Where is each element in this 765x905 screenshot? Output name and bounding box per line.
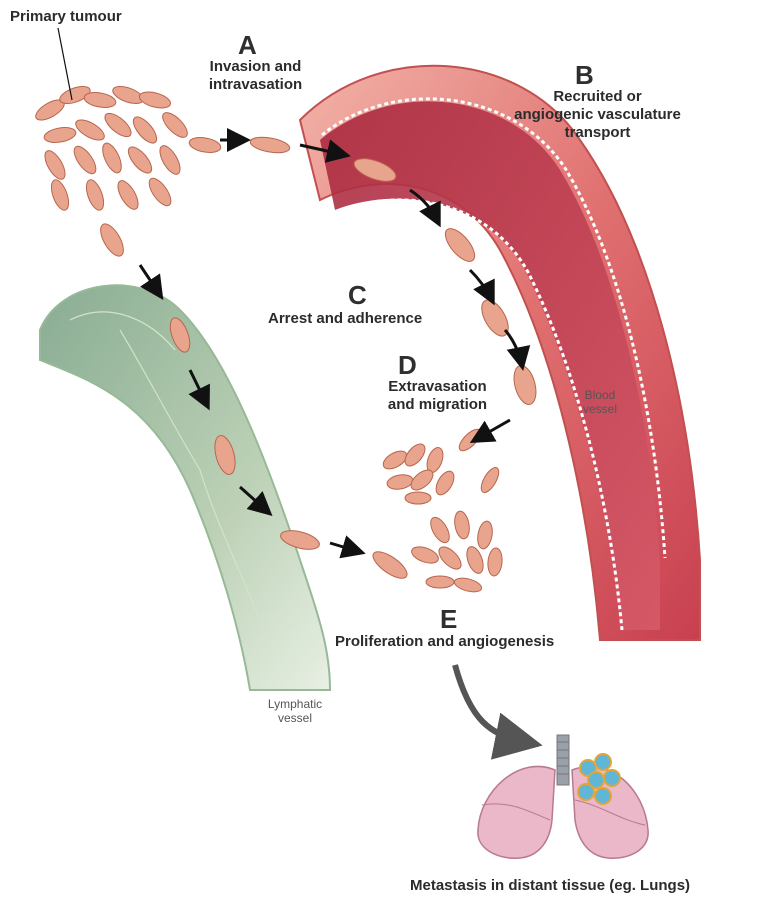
- primary-tumour-label: Primary tumour: [10, 8, 122, 25]
- stage-d-line2: and migration: [375, 396, 500, 414]
- stage-b-line1: Recruited or: [490, 88, 705, 106]
- lungs: [478, 735, 648, 858]
- stage-d-letter: D: [398, 350, 417, 381]
- stage-b-text: Recruited or angiogenic vasculature tran…: [490, 88, 705, 142]
- lymphatic-vessel-line2: vessel: [255, 711, 335, 725]
- blood-vessel-line2: vessel: [565, 402, 635, 416]
- stage-a-text: Invasion and intravasation: [193, 58, 318, 94]
- stage-c-letter: C: [348, 280, 367, 311]
- stage-a-letter: A: [238, 30, 257, 61]
- stage-b-letter: B: [575, 60, 594, 91]
- stage-d-line1: Extravasation: [375, 378, 500, 396]
- stage-e-text: Proliferation and angiogenesis: [335, 633, 554, 650]
- stage-c-text: Arrest and adherence: [268, 310, 422, 327]
- stage-e-letter: E: [440, 604, 457, 635]
- stage-b-line2: angiogenic vasculature: [490, 106, 705, 124]
- primary-tumour-pointer: [58, 28, 72, 100]
- stage-a-line1: Invasion and: [193, 58, 318, 76]
- primary-tumour-cells: [33, 83, 222, 260]
- extravasated-cell-colony: [380, 441, 457, 504]
- caption: Metastasis in distant tissue (eg. Lungs): [410, 877, 690, 894]
- lymphatic-vessel-label: Lymphatic vessel: [255, 697, 335, 725]
- blood-vessel-label: Blood vessel: [565, 388, 635, 416]
- stage-d-text: Extravasation and migration: [375, 378, 500, 414]
- stage-a-line2: intravasation: [193, 76, 318, 94]
- stage-b-line3: transport: [490, 124, 705, 142]
- lymphatic-vessel-line1: Lymphatic: [255, 697, 335, 711]
- proliferating-cell-colony: [409, 510, 503, 594]
- curved-arrow-to-lungs: [455, 665, 525, 742]
- blood-vessel-line1: Blood: [565, 388, 635, 402]
